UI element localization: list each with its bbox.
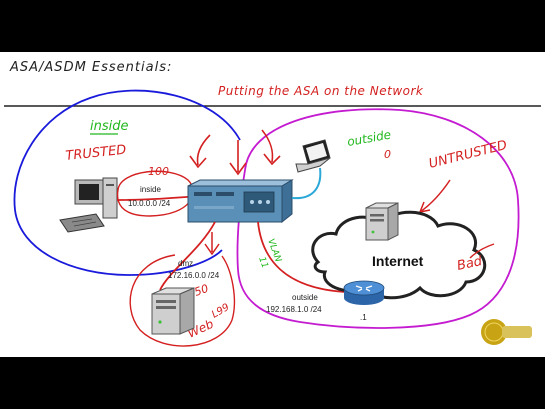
outside-network: 192.168.1.0 /24: [266, 305, 322, 314]
inside-zone-boundary: [13, 89, 241, 276]
inside-interface-name: inside: [140, 185, 161, 194]
router-icon: [343, 280, 385, 305]
dmz-zone-boundary: [129, 254, 236, 347]
asa-firewall-icon: [187, 179, 294, 224]
dmz-security-level: 50: [193, 282, 211, 299]
annotation-arrow-left: [189, 134, 211, 169]
laptop-cable: [291, 167, 322, 200]
router-host-address: .1: [360, 313, 367, 322]
dmz-link: [159, 221, 216, 291]
outside-interface-name: outside: [292, 293, 318, 302]
inside-zone-label: inside: [90, 119, 129, 134]
bad-arrow: [469, 243, 495, 259]
laptop-icon: [295, 139, 331, 173]
dmz-network: 172.16.0.0 /24: [168, 271, 220, 280]
outside-zone-boundary: [236, 108, 520, 329]
inside-security-level: 100: [148, 165, 169, 178]
dmz-server-icon: [151, 287, 195, 335]
outside-link: [257, 221, 346, 293]
internet-label: Internet: [372, 253, 424, 269]
dmz-arrow: [204, 232, 220, 256]
internet-server-icon: [365, 202, 399, 241]
inside-trust-label: TRUSTED: [65, 143, 127, 164]
outside-level-label: 0: [384, 148, 391, 161]
vlan-id: 11: [256, 256, 269, 270]
bad-label: Bad: [456, 254, 484, 274]
untrusted-arrow: [419, 179, 451, 213]
internet-cloud: [311, 210, 487, 300]
lesson-title: Putting the ASA on the Network: [218, 84, 424, 98]
dmz-interface-name: dmz: [178, 259, 193, 268]
course-title: ASA/ASDM Essentials:: [9, 60, 172, 75]
watermark-logo: [481, 319, 532, 345]
pc-icon: [59, 177, 118, 233]
inside-network: 10.0.0.0 /24: [128, 199, 171, 208]
annotation-arrow-right: [261, 129, 281, 166]
annotation-arrow-top: [229, 140, 247, 176]
